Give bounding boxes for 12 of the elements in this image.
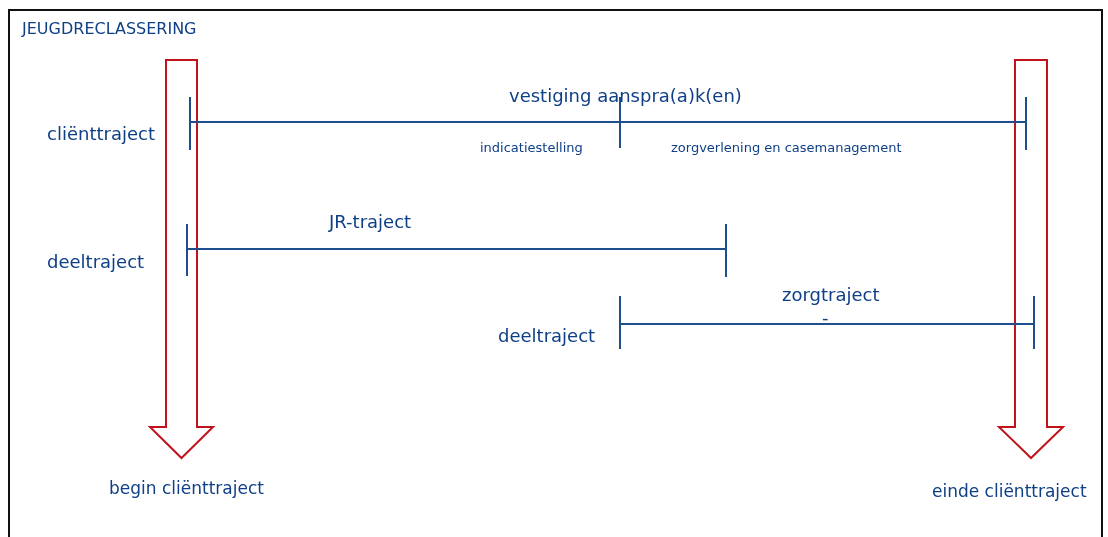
span-label: indicatiestelling xyxy=(480,141,583,156)
arrow-label: begin cliënttraject xyxy=(109,479,264,499)
span-label: vestiging aanspra(a)k(en) xyxy=(509,86,742,107)
heading: JEUGDRECLASSERING xyxy=(22,20,197,39)
arrow-label: einde cliënttraject xyxy=(932,482,1087,502)
span-label: zorgverlening en casemanagement xyxy=(671,141,902,156)
span-label: zorgtraject xyxy=(782,285,880,306)
row-label: cliënttraject xyxy=(47,124,155,145)
span-label: JR-traject xyxy=(329,212,412,233)
span-label: - xyxy=(822,308,829,329)
row-label: deeltraject xyxy=(47,252,145,273)
row-label: deeltraject xyxy=(498,326,596,347)
